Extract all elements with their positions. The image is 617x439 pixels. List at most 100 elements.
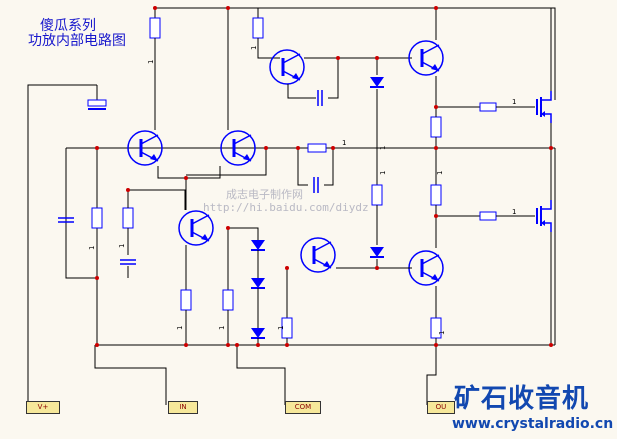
resistor (307, 143, 327, 153)
transistor-body (220, 130, 256, 166)
diode (370, 247, 384, 257)
junction-node (549, 146, 553, 150)
transistor-body (127, 130, 163, 166)
component-value-label: 1 (277, 326, 285, 330)
junction-node (95, 343, 99, 347)
junction-node (226, 343, 230, 347)
component-value-label: 1 (512, 208, 516, 216)
component-value-label: 1 (379, 171, 387, 175)
wire (287, 84, 316, 99)
resistor (479, 102, 497, 112)
wire (186, 166, 221, 179)
resistor (149, 17, 161, 39)
junction-node (285, 266, 289, 270)
wire (324, 148, 334, 186)
transistor-body (408, 40, 444, 76)
junction-node (434, 146, 438, 150)
port-vplus: V+ (26, 401, 60, 414)
wire (27, 84, 97, 405)
junction-node (226, 6, 230, 10)
port-in: IN (168, 401, 198, 414)
junction-node (256, 343, 260, 347)
wire (426, 345, 437, 405)
title-line-1: 傻瓜系列 (40, 18, 96, 34)
mosfet-arrow (541, 111, 545, 117)
junction-node (549, 343, 553, 347)
transistor-collector (421, 44, 440, 55)
junction-node (375, 56, 379, 60)
resistor (430, 184, 442, 206)
watermark-site-name: 成志电子制作网 (226, 188, 303, 201)
junction-node (184, 343, 188, 347)
resistor (122, 207, 134, 229)
junction-node (434, 343, 438, 347)
component-value-label: 1 (218, 326, 226, 330)
junction-node (126, 188, 130, 192)
component-value-label: 1 (88, 246, 96, 250)
junction-node (336, 56, 340, 60)
transistor-collector (313, 241, 332, 252)
diode (251, 278, 265, 288)
wire (228, 227, 259, 240)
junction-node (285, 343, 289, 347)
junction-node (95, 276, 99, 280)
resistor (430, 116, 442, 138)
junction-node (184, 176, 188, 180)
transistor-arrow (150, 154, 158, 161)
component-value-label: 1 (512, 98, 516, 106)
wire (376, 259, 412, 269)
junction-node (434, 214, 438, 218)
mosfet-arrow (541, 220, 545, 226)
transistor-arrow (431, 64, 439, 71)
port-com: COM (285, 401, 321, 414)
component-value-label: 1 (250, 46, 258, 50)
component-value-label: 1 (342, 139, 346, 147)
wire (304, 57, 339, 99)
wire (186, 148, 267, 176)
junction-node (153, 6, 157, 10)
wire (236, 345, 286, 405)
mosfet-drain (541, 91, 552, 101)
junction-node (434, 6, 438, 10)
junction-node (331, 146, 335, 150)
logo-text: 矿石收音机 (454, 384, 590, 414)
resistor (479, 211, 497, 221)
junction-node (235, 343, 239, 347)
diode (251, 240, 265, 250)
transistor-collector (140, 134, 159, 145)
mosfet-source (541, 222, 552, 232)
watermark-url: http://hi.baidu.com/diydz (203, 201, 369, 214)
wire (94, 345, 167, 405)
wire (65, 148, 97, 279)
wire (128, 189, 186, 210)
junction-node (264, 146, 268, 150)
component-value-label: 1 (118, 244, 126, 248)
transistor-arrow (201, 234, 209, 241)
transistor-collector (282, 53, 301, 64)
mosfet-source (541, 113, 552, 123)
transistor-arrow (243, 154, 251, 161)
transistor-arrow (323, 261, 331, 268)
logo-url: www.crystalradio.cn (452, 416, 614, 432)
component-value-label: 1 (176, 326, 184, 330)
diode (251, 328, 265, 338)
transistor-collector (233, 134, 252, 145)
resistor (252, 17, 264, 39)
transistor-arrow (292, 73, 300, 80)
resistor (91, 207, 103, 229)
diode (370, 77, 384, 87)
transistor-body (269, 49, 305, 85)
transistor-body (178, 210, 214, 246)
component-value-label: 1 (379, 146, 387, 150)
wire (257, 38, 280, 59)
junction-node (375, 266, 379, 270)
junction-node (226, 226, 230, 230)
component-value-label: 1 (436, 171, 444, 175)
component-value-label: 1 (438, 331, 446, 335)
electrolytic-capacitor (87, 99, 107, 107)
junction-node (296, 146, 300, 150)
transistor-collector (191, 214, 210, 225)
wire (157, 166, 187, 210)
resistor (180, 289, 192, 311)
